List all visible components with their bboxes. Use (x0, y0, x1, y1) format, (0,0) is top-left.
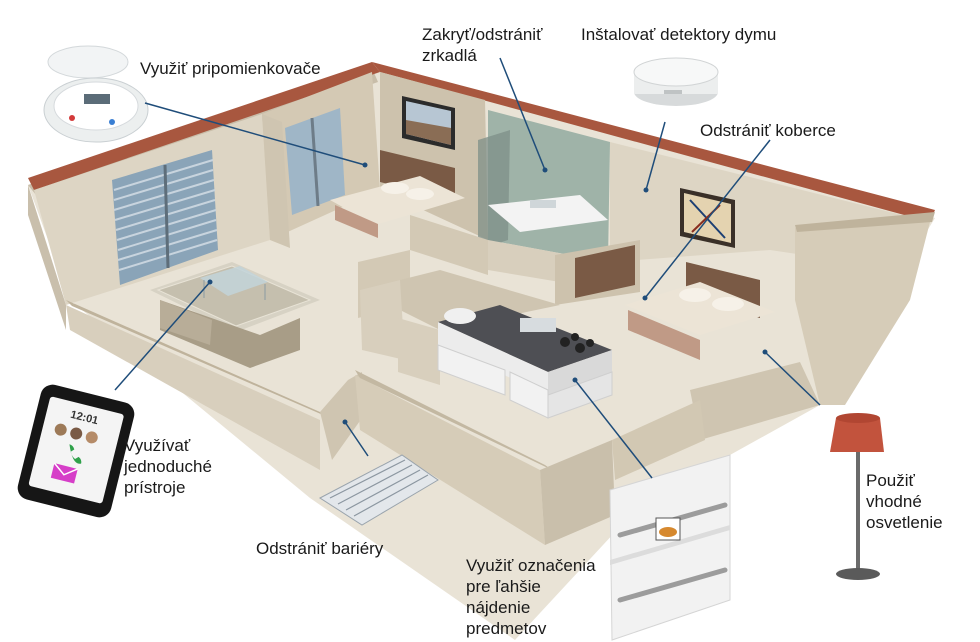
living-front-wall (66, 305, 320, 470)
leader-dots (207, 162, 768, 425)
label-devices: Využívať jednoduché prístroje (124, 436, 212, 497)
kitchen-counter (437, 305, 613, 419)
living-window (112, 150, 218, 285)
smoke-detector-icon (633, 57, 719, 106)
living-rug (150, 262, 320, 332)
label-lighting: Použiť vhodné osvetlenie (866, 471, 943, 532)
front-wall-entry (320, 372, 362, 460)
label-mirrors: Zakryť/odstrániť zrkadlá (422, 25, 543, 65)
wall-living-bedroom (262, 114, 290, 248)
wall-bed-bath (410, 215, 488, 275)
labeled-drawers-icon (609, 454, 731, 641)
living-front-wall-top (66, 300, 330, 418)
label-reminders: Využiť pripomienkovače (140, 59, 321, 78)
leader-marking (574, 379, 653, 479)
leader-smoke (645, 121, 666, 191)
back-wall-top-right (372, 62, 935, 222)
bathroom-fixtures (478, 130, 608, 250)
label-marking: Využiť označenia pre ľahšie nájdenie pre… (466, 556, 596, 638)
leader-devices (114, 281, 211, 391)
wall-right-partition-wood (575, 245, 635, 298)
wall-left-of-kitchen (398, 318, 440, 385)
right-front-wall (690, 362, 820, 440)
left-wall (28, 185, 66, 330)
leader-mirrors (499, 57, 546, 171)
label-carpets: Odstrániť koberce (700, 121, 836, 140)
front-wall-bottom (355, 375, 545, 545)
back-wall-top-left (28, 62, 380, 190)
front-wall-corner (540, 440, 615, 545)
leader-reminders (144, 102, 366, 166)
right-wall-top (795, 212, 935, 232)
wall-kitchen-corner (360, 280, 405, 360)
sofa (160, 300, 300, 368)
leader-lines (114, 57, 821, 479)
label-barriers: Odstrániť bariéry (256, 539, 384, 558)
leader-carpets (644, 139, 771, 299)
pill-reminder-icon (43, 45, 149, 143)
label-smoke: Inštalovať detektory dymu (581, 25, 777, 44)
bed-right-room (625, 262, 775, 360)
right-wall (795, 222, 930, 405)
smartphone-icon: 12:01 (17, 384, 135, 518)
bed-back-room (330, 150, 465, 238)
bedroom-window (285, 108, 345, 215)
front-wall-right (612, 400, 705, 480)
floor-lamp-icon (830, 413, 884, 580)
leader-barriers (344, 421, 369, 457)
floor-mat-icon (319, 454, 439, 526)
front-wall-bottom-top (355, 370, 552, 470)
leader-lighting (764, 351, 821, 406)
wall-painting-bedroom (402, 96, 455, 150)
